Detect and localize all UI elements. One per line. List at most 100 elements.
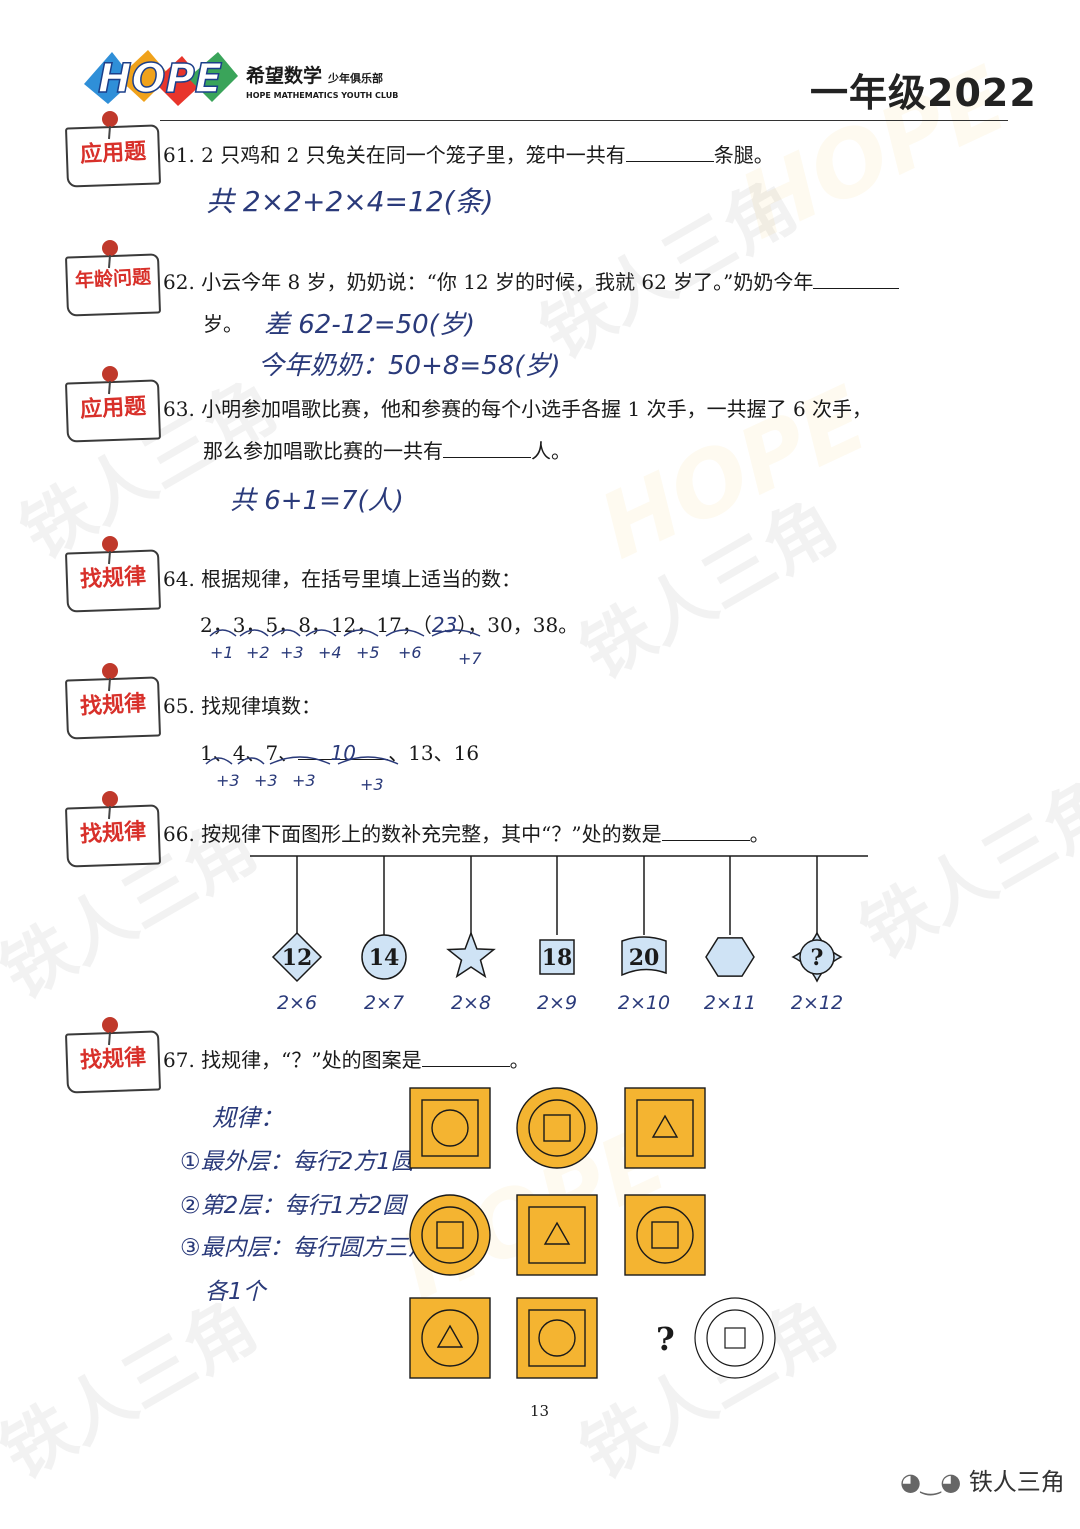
- wechat-account: 铁人三角: [968, 1468, 1065, 1496]
- question-66: 66. 按规律下面图形上的数补充完整，其中“？”处的数是。: [163, 822, 770, 846]
- tag-61: 应用题: [64, 111, 162, 188]
- answer-blank: [661, 822, 750, 841]
- q-text: 小明参加唱歌比赛，他和参赛的每个小选手各握 1 次手，一共握了 6 次手，: [201, 397, 873, 421]
- answer-blank: [813, 270, 900, 289]
- tag-label: 找规律: [79, 691, 147, 720]
- tag-label: 找规律: [79, 819, 147, 848]
- sequence-65: 1、4、7、10、13、16: [200, 741, 480, 765]
- pattern-tile: [516, 1194, 598, 1276]
- q-text: 根据规律，在括号里填上适当的数：: [201, 567, 522, 591]
- q-text-end: 条腿。: [713, 143, 774, 167]
- pattern-tile: [409, 1087, 491, 1169]
- question-mark: ?: [656, 1320, 675, 1358]
- pattern-tile: [624, 1194, 706, 1276]
- q-text-line2: 那么参加唱歌比赛的一共有人。: [203, 439, 571, 463]
- handwritten-product: 2×8: [451, 992, 491, 1014]
- question-61: 61. 2 只鸡和 2 只兔关在同一个笼子里，笼中一共有 条腿。: [163, 143, 774, 167]
- diff-label: +7: [458, 649, 482, 668]
- diff-label: +1: [210, 643, 234, 662]
- header-rule: [160, 120, 1008, 121]
- handwritten-answer: 今年奶奶：50+8=58(岁): [258, 351, 561, 381]
- pattern-tile: [624, 1087, 706, 1169]
- q-number: 61.: [163, 143, 195, 167]
- answer-pattern: [694, 1297, 776, 1379]
- q65-arrows: +3 +3 +3 +3: [205, 756, 399, 794]
- shape-value: ?: [811, 945, 824, 971]
- wm-text-6: 铁人三角: [0, 1284, 271, 1495]
- q66-figure: 122×6 14 2×7 2×8 18 2×9 202×10 2×11? 2×12: [250, 855, 868, 1014]
- tag-label: 应用题: [79, 394, 147, 423]
- pin-icon: [102, 366, 118, 395]
- q-text-line2: 岁。: [203, 312, 243, 336]
- question-64: 64. 根据规律，在括号里填上适当的数：: [163, 567, 521, 591]
- tag-65: 找规律: [64, 663, 162, 740]
- diff-label: +3: [360, 775, 384, 794]
- hope-logo: HOPE 希望数学 少年俱乐部 HOPE MATHEMATICS YOUTH C…: [84, 50, 398, 106]
- tag-66: 找规律: [64, 791, 162, 868]
- logo-text: HOPE: [98, 56, 222, 102]
- q-text: 小云今年 8 岁，奶奶说：“你 12 岁的时候，我就 62 岁了。”奶奶今年: [201, 270, 814, 294]
- tag-label: 找规律: [79, 564, 147, 593]
- hanging-square-shape: 18 2×9: [537, 856, 577, 1014]
- q-text: 2 只鸡和 2 只兔关在同一个笼子里，笼中一共有: [201, 143, 626, 167]
- pin-icon: [102, 536, 118, 565]
- handwritten-note: ②第2层：每行1方2圆: [180, 1193, 406, 1219]
- tag-64: 找规律: [64, 536, 162, 613]
- handwritten-fill: 23: [431, 613, 458, 637]
- pattern-tile: [409, 1297, 491, 1379]
- hanging-hexagon-shape: 2×11: [704, 856, 756, 1014]
- question-62: 62. 小云今年 8 岁，奶奶说：“你 12 岁的时候，我就 62 岁了。”奶奶…: [163, 270, 900, 294]
- page-number: 13: [530, 1402, 550, 1420]
- tag-62: 年龄问题: [64, 240, 162, 317]
- pin-icon: [102, 663, 118, 692]
- answer-blank: [421, 1048, 510, 1067]
- q-text: 找规律，“？”处的图案是: [201, 1048, 422, 1072]
- hanging-quatrefoil-shape: ? 2×12: [791, 856, 843, 1014]
- hanging-flag-shape: 202×10: [618, 856, 670, 1014]
- wm-text-5: 铁人三角: [848, 764, 1080, 975]
- q-number: 62.: [163, 270, 195, 294]
- handwritten-answer: 共 2×2+2×4=12(条): [206, 185, 494, 218]
- handwritten-product: 2×6: [277, 992, 317, 1014]
- handwritten-product: 2×7: [364, 992, 404, 1014]
- diff-label: +4: [318, 643, 342, 662]
- q-number: 67.: [163, 1048, 195, 1072]
- hanging-diamond-shape: 122×6: [271, 856, 323, 1014]
- brand-sub: 少年俱乐部: [327, 71, 383, 85]
- shape-value: 18: [542, 945, 573, 971]
- diff-label: +5: [356, 643, 380, 662]
- question-67: 67. 找规律，“？”处的图案是。: [163, 1048, 530, 1072]
- question-65: 65. 找规律填数：: [163, 694, 321, 718]
- pin-icon: [102, 111, 118, 140]
- handwritten-answer: 差 62-12=50(岁): [264, 310, 475, 340]
- handwritten-note: ③最内层：每行圆方三角: [180, 1235, 431, 1261]
- q-number: 64.: [163, 567, 195, 591]
- q64-arrows: +1 +2 +3 +4 +5 +6 +7: [209, 629, 482, 668]
- q-number: 66.: [163, 822, 195, 846]
- handwritten-note: 各1个: [205, 1279, 266, 1305]
- handwritten-note: 规律：: [212, 1104, 284, 1132]
- question-63: 63. 小明参加唱歌比赛，他和参赛的每个小选手各握 1 次手，一共握了 6 次手…: [163, 397, 872, 421]
- handwritten-product: 2×12: [791, 992, 843, 1014]
- shape-value: 14: [369, 945, 400, 971]
- diff-label: +3: [254, 771, 278, 790]
- grade-title: 一年级2022: [810, 71, 1037, 115]
- answer-blank: [443, 439, 531, 458]
- tag-label: 找规律: [79, 1045, 147, 1074]
- answer-blank: [625, 143, 714, 162]
- hanging-star-shape: 2×8: [446, 856, 496, 1014]
- shape-value: 20: [629, 945, 660, 971]
- diff-label: +2: [246, 643, 270, 662]
- q-text: 按规律下面图形上的数补充完整，其中“？”处的数是: [201, 822, 662, 846]
- tag-63: 应用题: [64, 366, 162, 443]
- handwritten-product: 2×9: [537, 992, 577, 1014]
- wechat-icon: ◕‿◕: [900, 1468, 962, 1496]
- handwritten-note: ①最外层：每行2方1圆: [180, 1149, 414, 1175]
- pattern-tile: [516, 1297, 598, 1379]
- tag-label: 应用题: [79, 139, 147, 168]
- diff-label: +3: [216, 771, 240, 790]
- tag-label: 年龄问题: [74, 266, 152, 292]
- diff-label: +6: [398, 643, 422, 662]
- q-number: 65.: [163, 694, 195, 718]
- diff-label: +3: [292, 771, 316, 790]
